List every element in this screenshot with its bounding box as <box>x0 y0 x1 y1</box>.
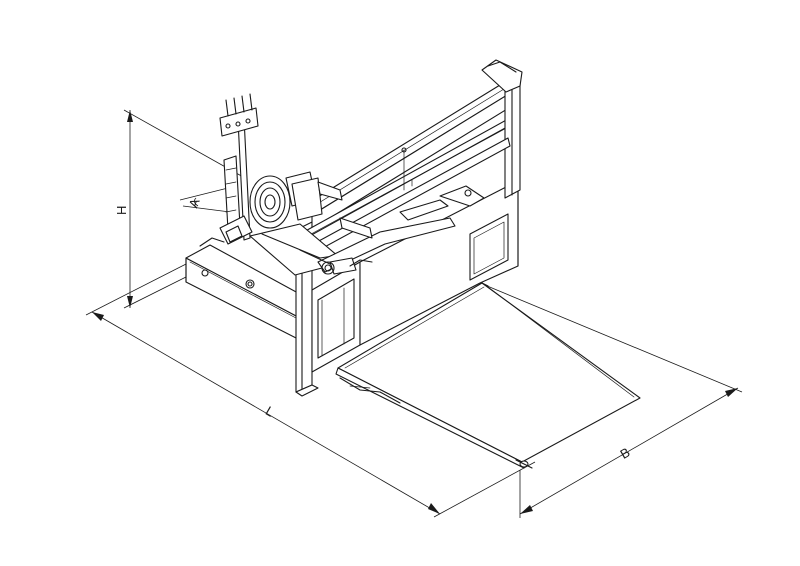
cable-reel <box>249 171 343 229</box>
side-frame <box>311 261 361 373</box>
hydraulic-arms <box>249 185 485 276</box>
length-label: L <box>263 403 277 420</box>
angle-dimension: A <box>179 187 231 213</box>
angle-label: A <box>186 196 203 210</box>
width-label: B <box>618 444 633 461</box>
platform-deck <box>335 282 641 469</box>
base-housing <box>185 244 321 341</box>
height-label: H <box>114 206 129 215</box>
rear-right-post <box>481 59 523 199</box>
control-column <box>199 93 259 247</box>
